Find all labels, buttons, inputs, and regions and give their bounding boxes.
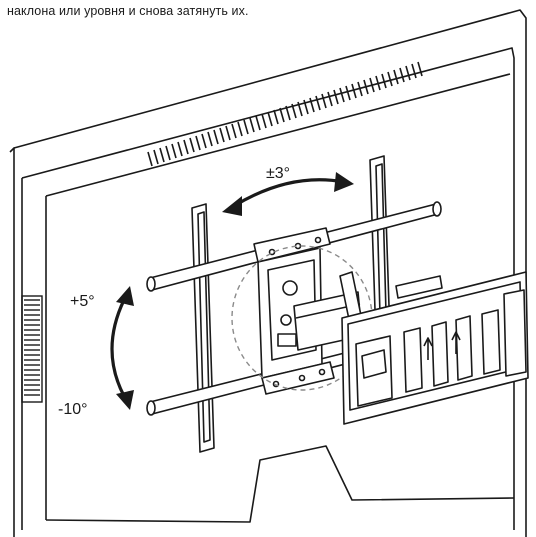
tilt-up-label: +5° — [70, 293, 95, 310]
tilt-arrow — [110, 298, 126, 398]
top-vent — [147, 61, 423, 167]
swivel-arrowhead-right — [334, 172, 354, 192]
swivel-angle-label: ±3° — [266, 165, 290, 182]
side-vent — [21, 295, 43, 403]
tilt-arrowhead-top — [116, 286, 134, 306]
tilt-down-label: -10° — [58, 401, 88, 418]
tilt-arrowhead-bottom — [116, 390, 134, 410]
instruction-caption: наклона или уровня и снова затянуть их. — [7, 4, 249, 18]
wall-bracket — [341, 271, 529, 425]
swivel-arrowhead-left — [222, 196, 242, 216]
swivel-arrow — [232, 178, 346, 208]
